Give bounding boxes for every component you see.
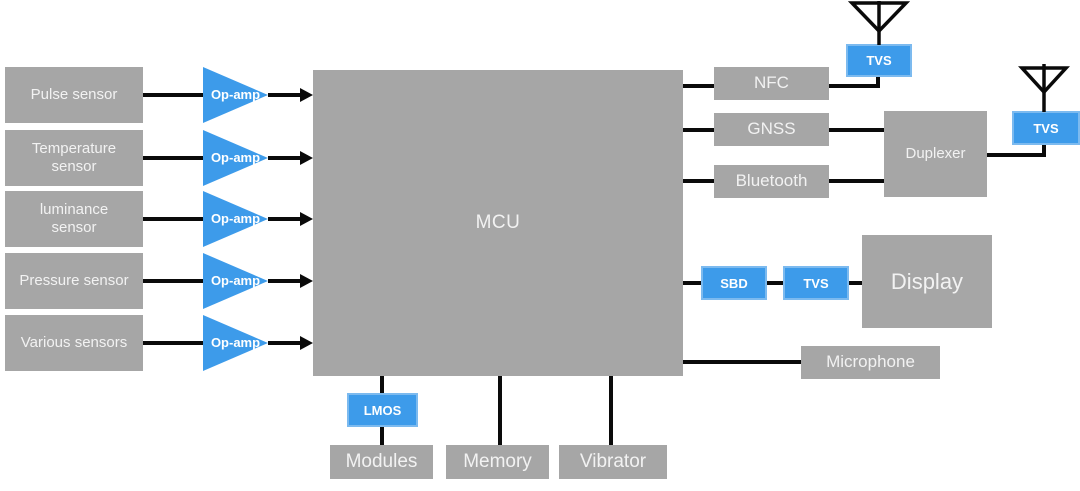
display-box: Display [862, 235, 992, 328]
memory-box: Memory [446, 445, 549, 479]
connector-lmos-modules [380, 427, 384, 445]
connector-various-opamp [143, 341, 203, 345]
arrow-line-2 [268, 156, 302, 160]
opamp-label-4: Op-amp [210, 273, 261, 288]
connector-temperature-opamp [143, 156, 203, 160]
connector-mcu-lmos [380, 376, 384, 393]
microphone-box: Microphone [801, 346, 940, 379]
arrow-line-3 [268, 217, 302, 221]
connector-mcu-microphone [683, 360, 801, 364]
tvs-display-box: TVS [783, 266, 849, 300]
antenna-icon-nfc [847, 1, 911, 45]
arrowhead-icon-3 [300, 212, 313, 226]
arrowhead-icon-4 [300, 274, 313, 288]
opamp-label-2: Op-amp [210, 150, 261, 165]
opamp-label-3: Op-amp [210, 211, 261, 226]
sbd-box: SBD [701, 266, 767, 300]
arrow-line-4 [268, 279, 302, 283]
connector-duplexer-tvs-riser [1042, 144, 1046, 157]
gnss-box: GNSS [714, 113, 829, 146]
connector-sbd-tvs [767, 281, 783, 285]
connector-mcu-memory [498, 376, 502, 445]
mcu-box: MCU [313, 70, 683, 376]
connector-mcu-sbd [683, 281, 701, 285]
bluetooth-box: Bluetooth [714, 165, 829, 198]
arrowhead-icon-5 [300, 336, 313, 350]
connector-pulse-opamp [143, 93, 203, 97]
connector-mcu-bluetooth [683, 179, 714, 183]
connector-duplexer-tvs [987, 153, 1046, 157]
sensor-box-luminance: luminance sensor [5, 191, 143, 247]
sensor-box-various: Various sensors [5, 315, 143, 371]
tvs-nfc-box: TVS [846, 44, 912, 77]
connector-mcu-vibrator [609, 376, 613, 445]
opamp-label-1: Op-amp [210, 87, 261, 102]
lmos-box: LMOS [347, 393, 418, 427]
connector-mcu-nfc [683, 84, 714, 88]
connector-pressure-opamp [143, 279, 203, 283]
opamp-label-5: Op-amp [210, 335, 261, 350]
modules-box: Modules [330, 445, 433, 479]
arrow-line-1 [268, 93, 302, 97]
arrowhead-icon-2 [300, 151, 313, 165]
connector-gnss-duplexer [829, 128, 884, 132]
nfc-box: NFC [714, 67, 829, 100]
connector-nfc-tvs-riser [876, 77, 880, 88]
duplexer-box: Duplexer [884, 111, 987, 197]
sensor-box-pulse: Pulse sensor [5, 67, 143, 123]
vibrator-box: Vibrator [559, 445, 667, 479]
sensor-box-temperature: Temperature sensor [5, 130, 143, 186]
tvs-duplexer-box: TVS [1012, 111, 1080, 145]
arrowhead-icon-1 [300, 88, 313, 102]
connector-bluetooth-duplexer [829, 179, 884, 183]
connector-nfc-tvs [829, 84, 880, 88]
connector-tvs-display [849, 281, 862, 285]
connector-mcu-gnss [683, 128, 714, 132]
connector-luminance-opamp [143, 217, 203, 221]
antenna-icon-duplexer [1018, 64, 1070, 112]
sensor-box-pressure: Pressure sensor [5, 253, 143, 309]
arrow-line-5 [268, 341, 302, 345]
